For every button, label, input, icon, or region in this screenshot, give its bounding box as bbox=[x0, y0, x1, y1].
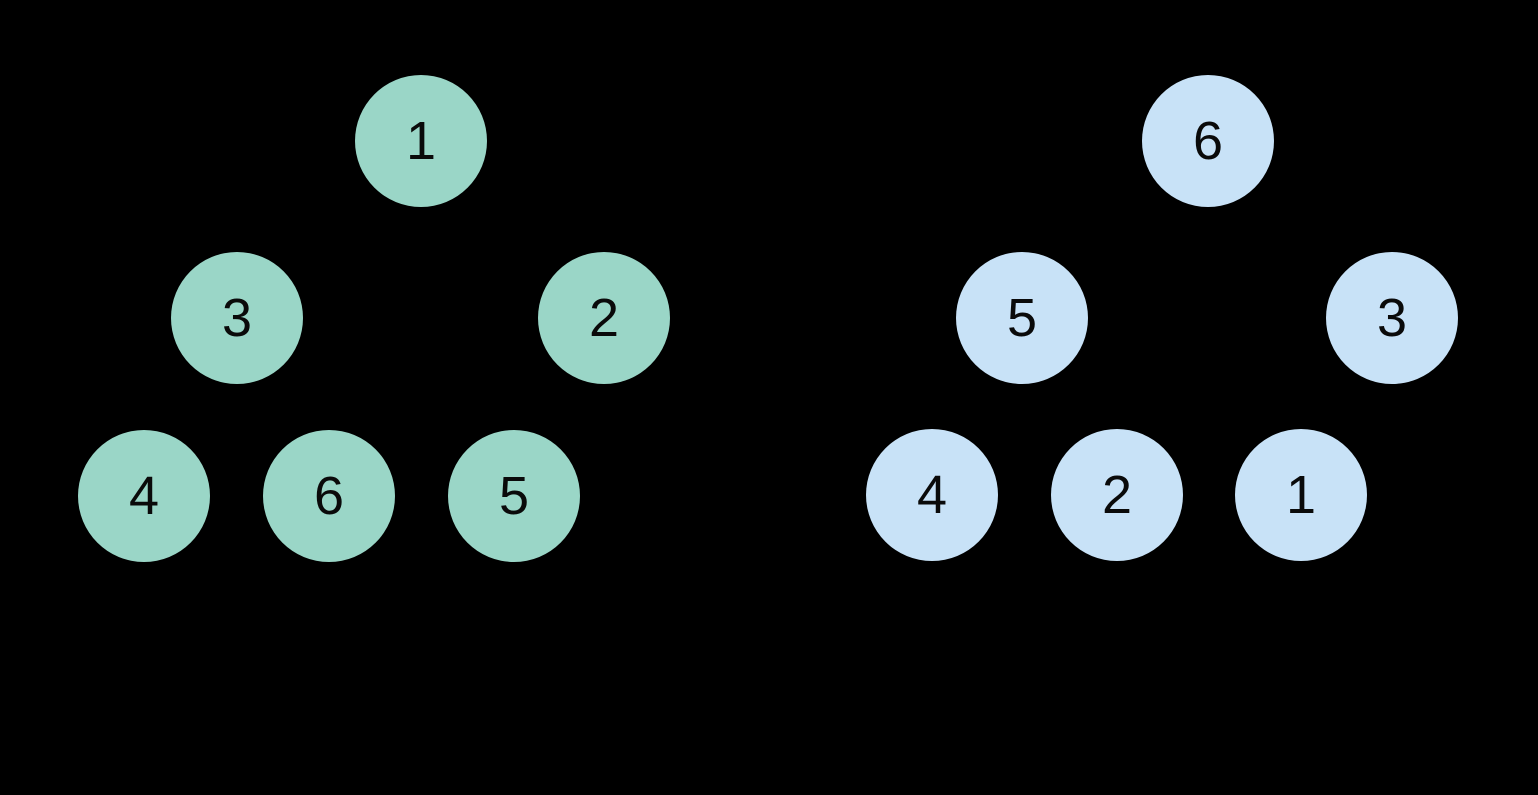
node-label: 6 bbox=[1192, 111, 1224, 171]
node-label: 2 bbox=[588, 288, 620, 348]
tree-node: 3 bbox=[171, 252, 303, 384]
tree-node: 1 bbox=[1235, 429, 1367, 561]
tree-node: 3 bbox=[1326, 252, 1458, 384]
node-label: 1 bbox=[1285, 465, 1317, 525]
tree-node: 6 bbox=[263, 430, 395, 562]
node-label: 4 bbox=[916, 465, 948, 525]
tree-node: 5 bbox=[448, 430, 580, 562]
node-label: 4 bbox=[128, 466, 160, 526]
node-label: 5 bbox=[498, 466, 530, 526]
node-label: 3 bbox=[221, 288, 253, 348]
tree-node: 1 bbox=[355, 75, 487, 207]
node-label: 3 bbox=[1376, 288, 1408, 348]
node-label: 6 bbox=[313, 466, 345, 526]
tree-node: 4 bbox=[866, 429, 998, 561]
tree-node: 4 bbox=[78, 430, 210, 562]
tree-node: 2 bbox=[538, 252, 670, 384]
node-label: 2 bbox=[1101, 465, 1133, 525]
tree-node: 6 bbox=[1142, 75, 1274, 207]
tree-node: 5 bbox=[956, 252, 1088, 384]
node-label: 5 bbox=[1006, 288, 1038, 348]
node-label: 1 bbox=[405, 111, 437, 171]
tree-node: 2 bbox=[1051, 429, 1183, 561]
